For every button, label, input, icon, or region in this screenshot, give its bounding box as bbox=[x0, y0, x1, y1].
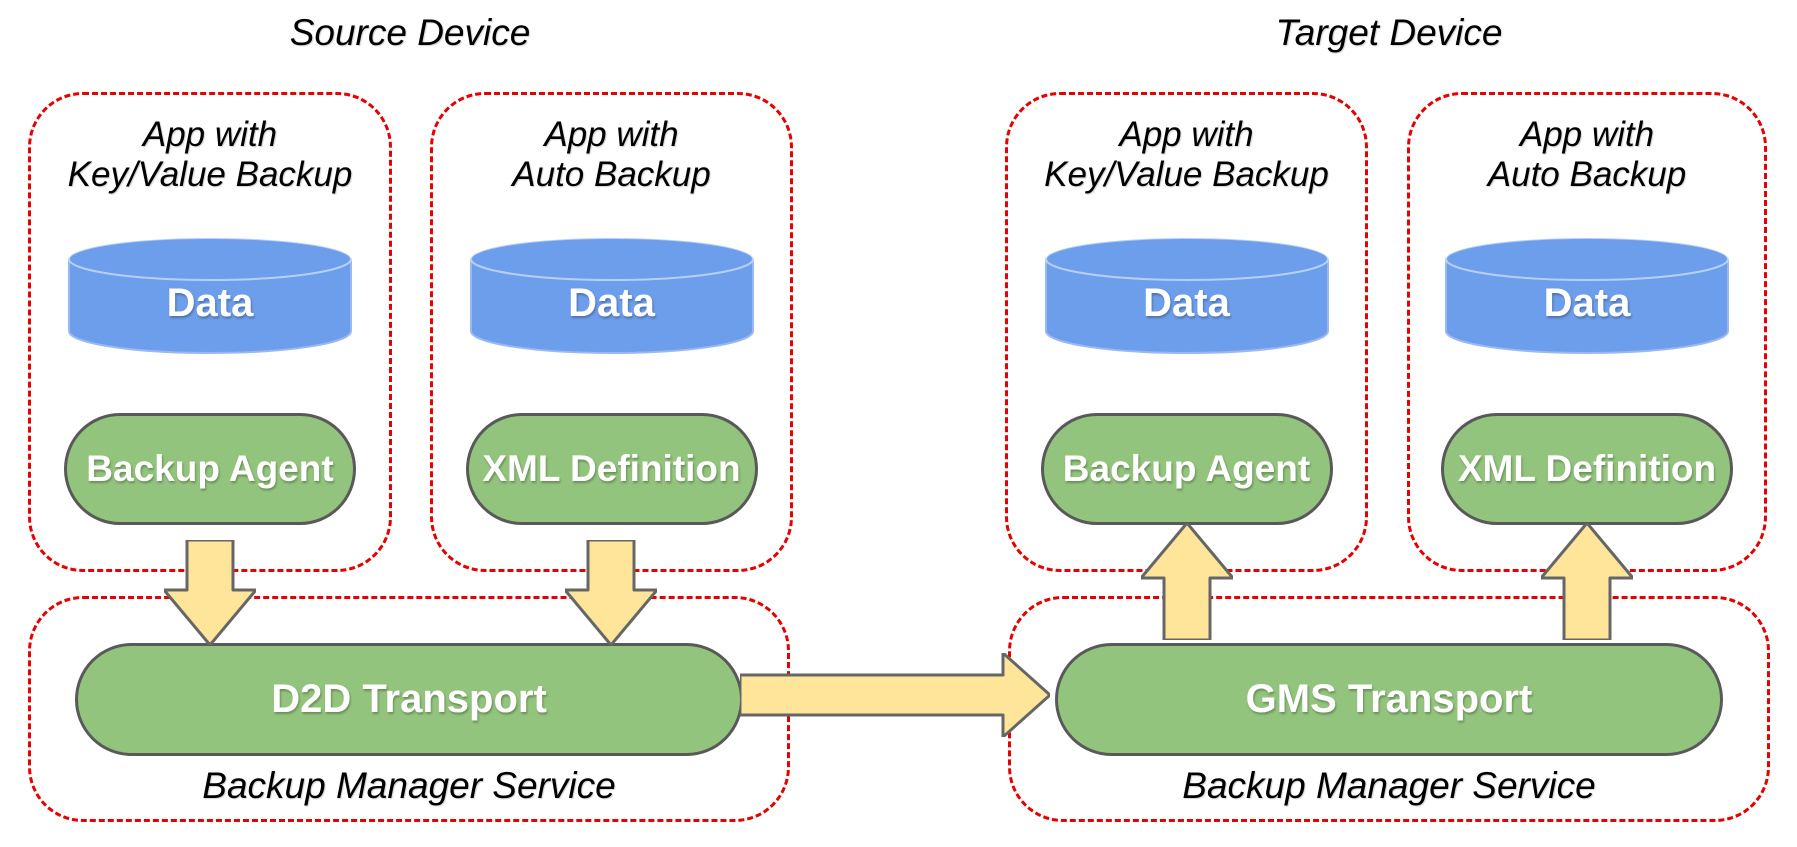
arrow-shape bbox=[1541, 523, 1633, 640]
up-arrow-target-keyvalue-icon bbox=[1141, 523, 1233, 640]
data-label: Data bbox=[1143, 281, 1230, 325]
app-title-line2: Auto Backup bbox=[1487, 154, 1687, 194]
app-box-target-keyvalue: App with Key/Value Backup Data Backup Ag… bbox=[1005, 92, 1368, 572]
cylinder-shape-icon bbox=[1445, 237, 1729, 354]
data-cylinder: Data bbox=[1443, 235, 1731, 357]
cylinder-shape-icon bbox=[1044, 237, 1329, 354]
data-cylinder: Data bbox=[66, 235, 354, 357]
app-title-line2: Key/Value Backup bbox=[67, 154, 353, 194]
data-cylinder: Data bbox=[468, 235, 756, 357]
right-arrow-d2d-to-gms-icon bbox=[740, 653, 1050, 737]
arrow-shape bbox=[565, 540, 657, 645]
app-title-line2: Auto Backup bbox=[512, 154, 711, 194]
app-box-source-keyvalue: App with Key/Value Backup Data Backup Ag… bbox=[28, 92, 392, 572]
data-cylinder: Data bbox=[1043, 235, 1331, 357]
xml-definition-pill: XML Definition bbox=[465, 413, 758, 525]
backup-manager-service-label: Backup Manager Service bbox=[1182, 765, 1596, 806]
up-arrow-target-auto-icon bbox=[1541, 523, 1633, 640]
backup-agent-pill: Backup Agent bbox=[1040, 413, 1333, 525]
cylinder-shape-icon bbox=[68, 237, 352, 354]
app-title-line1: App with bbox=[142, 115, 278, 154]
app-title-line1: App with bbox=[544, 115, 679, 154]
service-box-source: D2D Transport Backup Manager Service bbox=[28, 596, 790, 822]
cylinder-top bbox=[469, 237, 754, 281]
source-device-title: Source Device bbox=[289, 12, 531, 53]
data-label: Data bbox=[1543, 281, 1631, 325]
app-box-target-auto: App with Auto Backup Data XML Definition bbox=[1407, 92, 1767, 572]
backup-manager-service-label: Backup Manager Service bbox=[202, 765, 616, 806]
app-title: App with Key/Value Backup bbox=[1008, 115, 1365, 194]
data-label: Data bbox=[568, 281, 655, 325]
xml-definition-pill: XML Definition bbox=[1441, 413, 1733, 525]
down-arrow-source-keyvalue-icon bbox=[164, 540, 256, 645]
cylinder-body bbox=[469, 258, 754, 354]
d2d-transport-pill: D2D Transport bbox=[75, 643, 743, 756]
cylinder-body bbox=[1445, 258, 1729, 354]
backup-agent-pill: Backup Agent bbox=[64, 413, 356, 525]
app-title-line1: App with bbox=[1519, 115, 1655, 154]
gms-transport-pill: GMS Transport bbox=[1055, 643, 1723, 756]
app-box-source-auto: App with Auto Backup Data XML Definition bbox=[430, 92, 793, 572]
app-title: App with Key/Value Backup bbox=[31, 115, 389, 194]
app-title-line2: Key/Value Backup bbox=[1044, 154, 1329, 194]
app-title-line1: App with bbox=[1119, 115, 1254, 154]
cylinder-top bbox=[68, 237, 352, 281]
arrow-shape bbox=[740, 653, 1050, 737]
down-arrow-source-auto-icon bbox=[565, 540, 657, 645]
app-title: App with Auto Backup bbox=[1410, 115, 1764, 194]
cylinder-shape-icon bbox=[469, 237, 754, 354]
cylinder-top bbox=[1445, 237, 1729, 281]
target-device-title: Target Device bbox=[1275, 12, 1503, 53]
service-box-target: GMS Transport Backup Manager Service bbox=[1008, 596, 1770, 822]
cylinder-top bbox=[1044, 237, 1329, 281]
cylinder-body bbox=[1044, 258, 1329, 354]
arrow-shape bbox=[164, 540, 256, 645]
data-label: Data bbox=[166, 281, 254, 325]
app-title: App with Auto Backup bbox=[433, 115, 790, 194]
arrow-shape bbox=[1141, 523, 1233, 640]
cylinder-body bbox=[68, 258, 352, 354]
